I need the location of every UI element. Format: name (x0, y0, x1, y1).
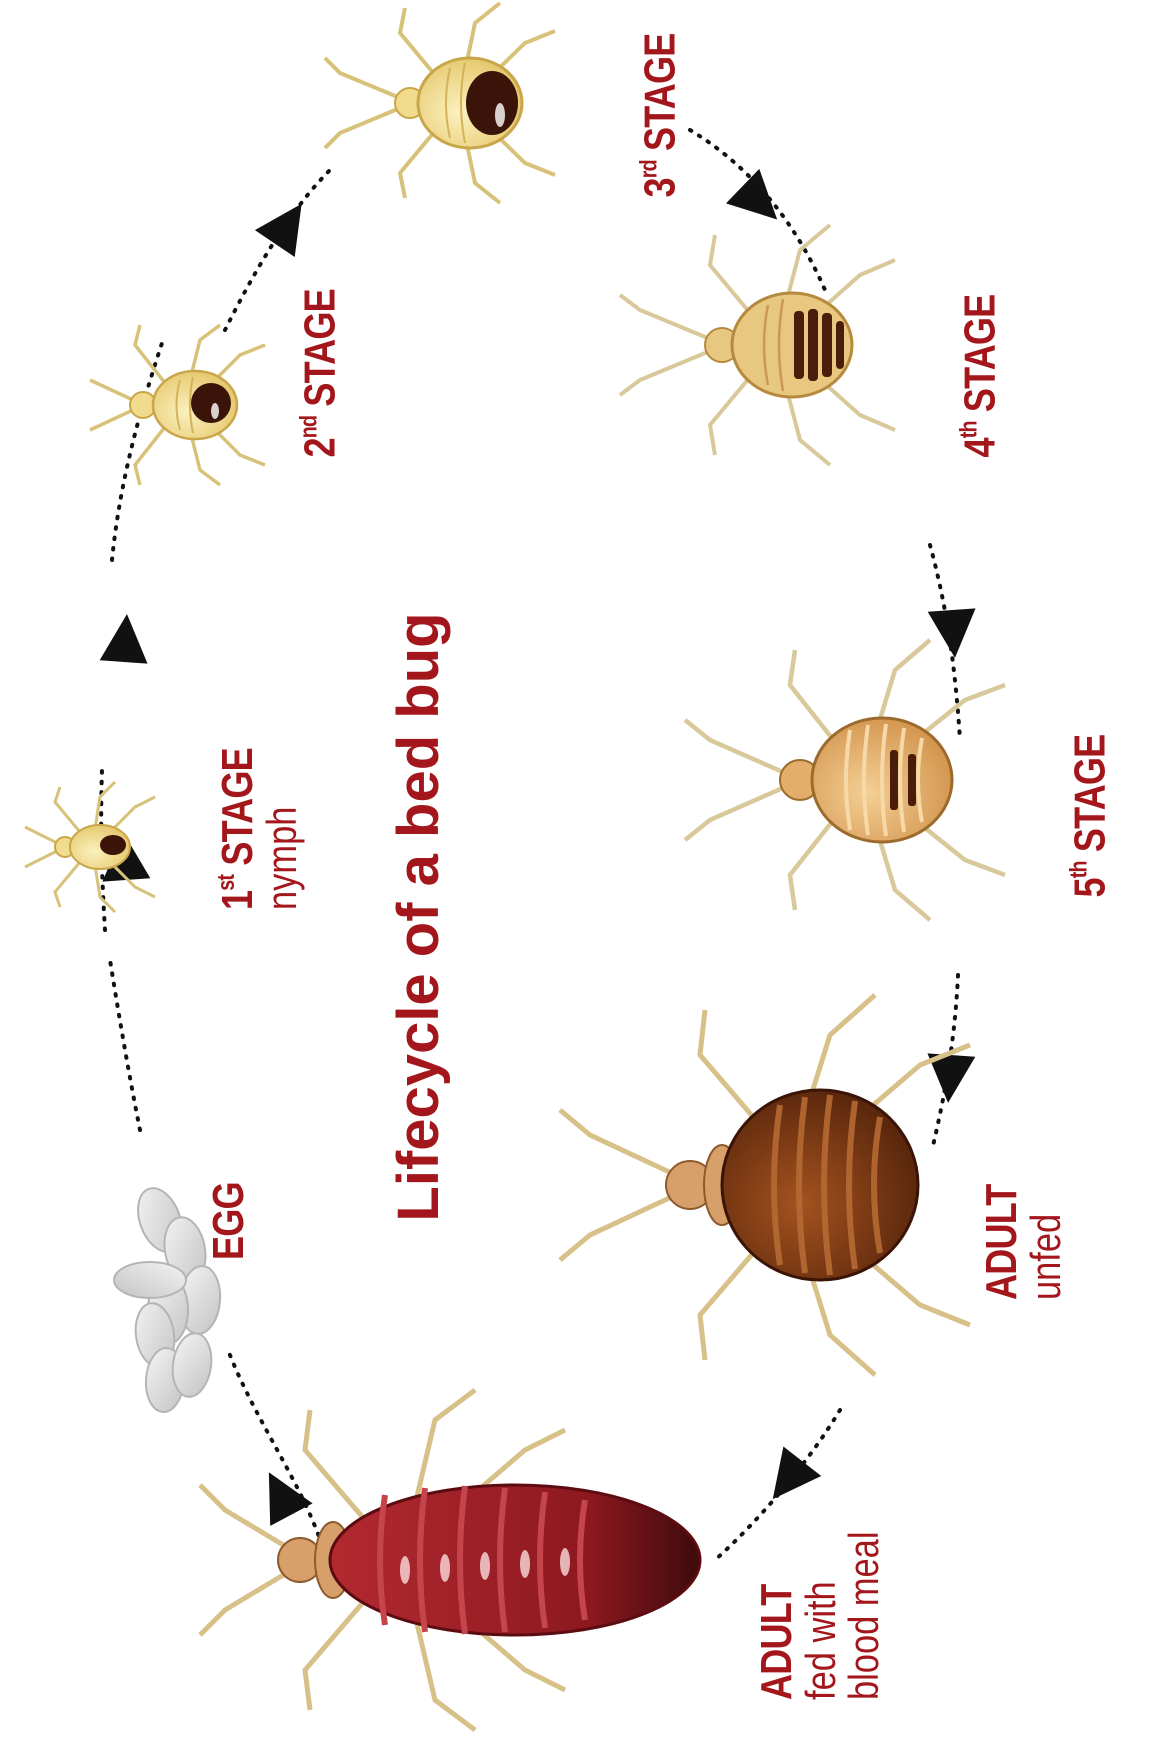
adult-fed-subtitle-line2: blood meal (843, 1511, 886, 1700)
adult-fed-label: ADULT fed with blood meal (755, 1470, 905, 1700)
third-stage-label: 3rd STAGE (638, 8, 693, 198)
adult-unfed-title: ADULT (980, 1177, 1025, 1300)
cycle-arrow (726, 169, 794, 237)
cycle-arrow (928, 608, 979, 659)
bed-bug-first-stage (25, 782, 155, 912)
bed-bug-fourth-stage (620, 225, 895, 465)
bed-bug-second-stage (90, 325, 265, 485)
diagram-title: Lifecycle of a bed bug (379, 537, 459, 1297)
third-stage-title: 3rd STAGE (638, 42, 684, 198)
adult-fed-title: ADULT (755, 1511, 800, 1700)
fourth-stage-title: 4th STAGE (958, 302, 1004, 458)
first-stage-subtitle: nymph (261, 754, 304, 910)
fifth-stage-title: 5th STAGE (1068, 742, 1114, 898)
adult-fed-subtitle-line1: fed with (800, 1511, 843, 1700)
bed-bug-adult-fed (200, 1390, 700, 1730)
second-stage-label: 2nd STAGE (298, 268, 353, 458)
bed-bug-third-stage (325, 3, 555, 203)
second-stage-title: 2nd STAGE (298, 302, 344, 458)
first-stage-title: 1st STAGE (215, 754, 261, 910)
cycle-arrow (100, 612, 151, 663)
bed-bug-fifth-stage (685, 640, 1005, 920)
bed-bug-adult-unfed (560, 995, 970, 1375)
cycle-arrow (248, 1461, 313, 1526)
adult-unfed-subtitle: unfed (1025, 1177, 1068, 1300)
cycle-arrow (255, 190, 322, 257)
fifth-stage-label: 5th STAGE (1068, 708, 1123, 898)
adult-unfed-label: ADULT unfed (980, 1150, 1080, 1300)
fourth-stage-label: 4th STAGE (958, 268, 1013, 458)
egg-label: EGG (207, 1140, 257, 1260)
first-stage-label: 1st STAGE nymph (215, 720, 315, 910)
egg-label-text: EGG (207, 1162, 252, 1260)
